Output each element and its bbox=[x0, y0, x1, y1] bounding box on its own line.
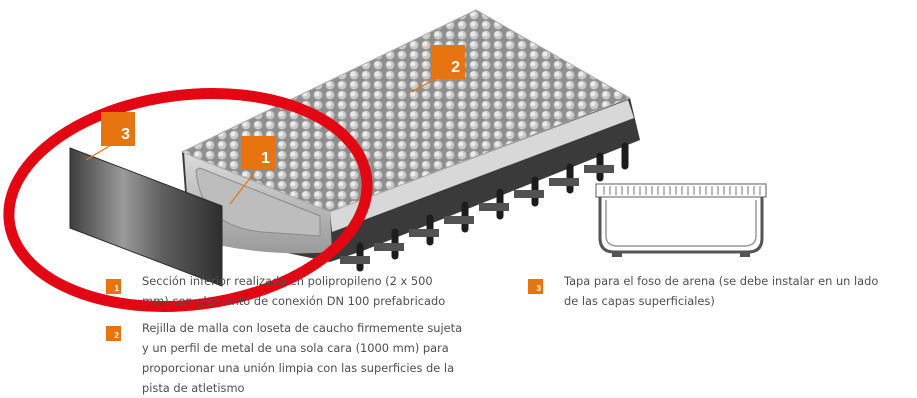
legend-item-2: 2 Rejilla de malla con loseta de caucho … bbox=[106, 318, 506, 398]
legend-item-3: 3 Tapa para el foso de arena (se debe in… bbox=[528, 271, 913, 311]
callout-badge-3: 3 bbox=[101, 112, 135, 146]
cross-section-view bbox=[595, 183, 767, 257]
grate-top-surface bbox=[182, 10, 630, 212]
legend-badge-1: 1 bbox=[106, 279, 121, 294]
legend-text-1: Sección inferior realizada en polipropil… bbox=[142, 274, 446, 308]
callout-badge-2: 2 bbox=[431, 45, 465, 79]
sand-pit-cover-plate bbox=[69, 147, 223, 287]
legend-item-1: 1 Sección inferior realizada en poliprop… bbox=[106, 271, 506, 311]
legend-badge-3: 3 bbox=[528, 279, 543, 294]
callout-badge-1: 1 bbox=[241, 136, 275, 170]
legend-text-3: Tapa para el foso de arena (se debe inst… bbox=[564, 274, 879, 308]
highlight-ring bbox=[3, 87, 373, 313]
legend-badge-2: 2 bbox=[106, 326, 121, 341]
leader-line-1 bbox=[229, 171, 256, 205]
legend-text-2: Rejilla de malla con loseta de caucho fi… bbox=[142, 321, 463, 395]
